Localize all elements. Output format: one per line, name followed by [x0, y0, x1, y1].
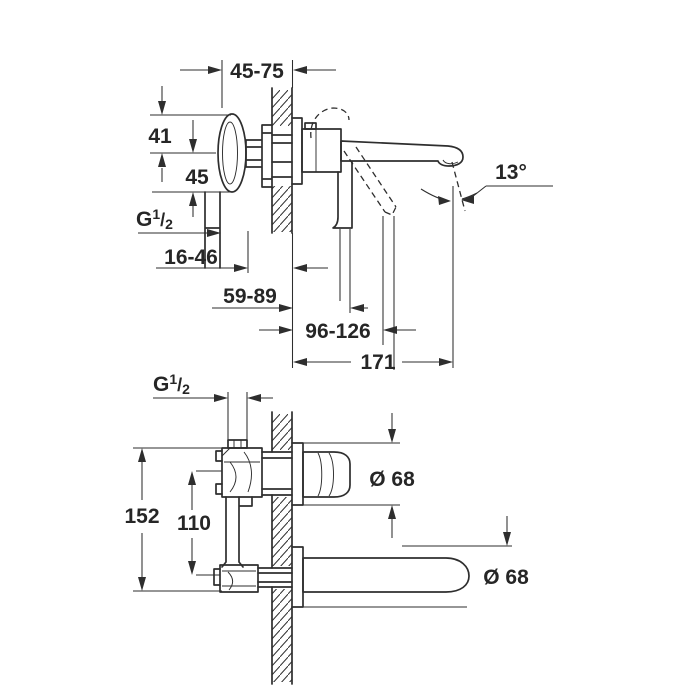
dim-overall-height: 152 — [124, 505, 159, 528]
valve-cylinder-flange — [245, 124, 273, 188]
lever-handle — [332, 161, 353, 229]
inlet-stub-top — [227, 439, 248, 449]
wall-section-bottom — [271, 411, 293, 685]
thread-size-label-bottom: G1/2 — [153, 371, 190, 397]
mixer-body — [301, 122, 342, 173]
dim-range-16-46: 16-46 — [164, 246, 218, 269]
lower-wall-sleeve — [257, 567, 293, 588]
inlet-stub — [204, 191, 221, 269]
spout-plan-view — [302, 557, 470, 593]
wall-hatch-3 — [272, 589, 292, 682]
lever-handle-alt-position-dashed — [310, 107, 397, 216]
arrowheads — [138, 394, 511, 591]
thread-size-label-top: G1/2 — [136, 206, 173, 232]
dim-range-96-126: 96-126 — [305, 320, 370, 343]
wall-section-top — [271, 87, 293, 234]
wall-lines — [271, 87, 293, 234]
dimensions-bottom-view: G1/2 Ø 68 Ø 68 152 110 — [124, 371, 529, 608]
dimension-lines — [141, 397, 508, 577]
body-cap — [304, 122, 317, 130]
lower-connector-tab — [213, 568, 221, 586]
spout-angle-axis-dashed — [451, 161, 466, 212]
aerator-line — [442, 159, 459, 165]
top-view: 45-75 41 45 G1/2 16-46 59-89 96-126 171 … — [136, 60, 553, 374]
dim-center-to-bottom: 45 — [185, 166, 209, 189]
spout-outline — [340, 140, 464, 167]
wall-hatch-lower — [272, 186, 292, 232]
dim-inlet-centers: 110 — [177, 512, 211, 535]
upper-wall-sleeve — [261, 451, 293, 496]
wall-hatch-upper — [272, 90, 292, 126]
upper-valve-detail — [221, 447, 260, 493]
dimension-lines — [138, 69, 439, 363]
rough-in-mounting-body — [213, 439, 293, 593]
dim-range-59-89: 59-89 — [223, 285, 277, 308]
concealed-valve-body — [204, 113, 293, 269]
dim-embed-depth: 45-75 — [230, 60, 284, 83]
bridge-bar — [221, 496, 253, 568]
dim-spout-angle: 13° — [495, 161, 527, 184]
handle-knob — [302, 451, 351, 498]
handle-escutcheon-plate — [291, 442, 304, 506]
body-housing — [301, 128, 342, 173]
upper-valve-tabs — [215, 450, 223, 495]
bottom-view: G1/2 Ø 68 Ø 68 152 110 — [124, 371, 529, 685]
inlet-stub-detail — [233, 440, 242, 448]
through-wall-pipes — [271, 134, 293, 178]
lower-connector-detail — [222, 570, 256, 591]
rosette-inner-shading — [222, 121, 238, 185]
wall-hatch-2 — [272, 497, 292, 566]
extension-lines — [150, 60, 553, 370]
knob-shading — [317, 452, 334, 497]
spout-side — [340, 140, 464, 167]
escutcheon-plate-side — [291, 117, 303, 185]
lower-connector-block — [219, 564, 259, 593]
dim-spout-escutcheon-diameter: Ø 68 — [483, 566, 529, 589]
dim-center-to-top: 41 — [148, 125, 172, 148]
extension-lines — [133, 392, 512, 608]
dimensions-top-view: 45-75 41 45 G1/2 16-46 59-89 96-126 171 … — [136, 60, 553, 374]
upper-valve-block — [221, 447, 263, 498]
dim-spout-projection: 171 — [360, 351, 395, 374]
wall-lines — [271, 411, 293, 685]
knob-outline — [302, 451, 351, 498]
dim-escutcheon-diameter: Ø 68 — [369, 468, 415, 491]
spout-escutcheon-plate — [291, 546, 304, 608]
wall-hatch-1 — [272, 414, 292, 450]
